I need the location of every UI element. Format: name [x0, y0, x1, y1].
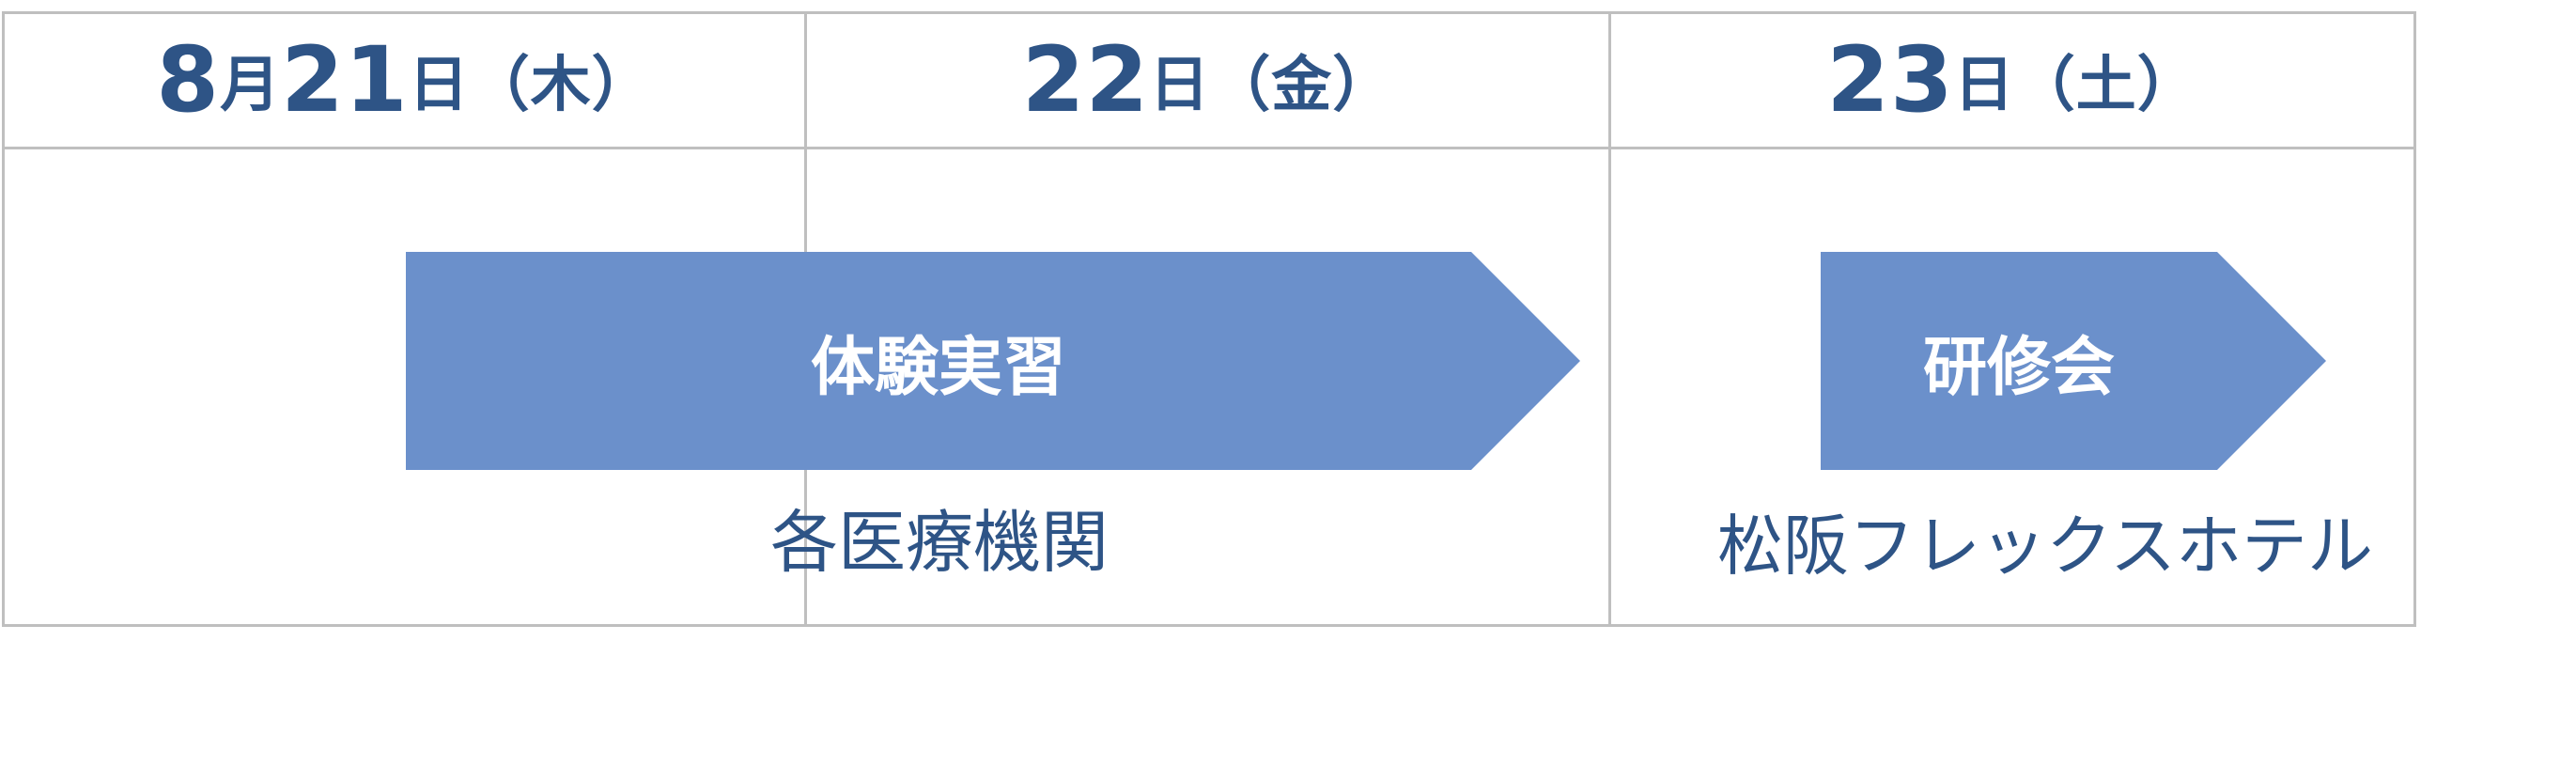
- header-weekday: （金）: [1210, 51, 1394, 120]
- table-border-right: [2413, 11, 2416, 627]
- header-day-number: 23: [1826, 27, 1954, 133]
- arrow-shape: [1821, 252, 2326, 470]
- table-header-divider: [2, 147, 2416, 149]
- event-arrow-seminar: [1821, 252, 2326, 470]
- column-divider-2: [1608, 11, 1611, 627]
- header-month: 8: [156, 27, 221, 133]
- table-border-bottom: [2, 624, 2416, 627]
- header-day-unit: 日: [1953, 51, 2015, 120]
- header-day-unit: 日: [1149, 51, 1211, 120]
- header-month-unit: 月: [220, 51, 282, 120]
- header-day-number: 21: [281, 27, 409, 133]
- event-label: 体験実習: [810, 330, 1066, 405]
- arrow-polygon: [406, 252, 1580, 470]
- header-weekday: （木）: [469, 51, 653, 120]
- event-label: 研修会: [1922, 330, 2115, 405]
- event-location: 各医療機関: [769, 502, 1109, 582]
- event-location: 松阪フレックスホテル: [1717, 507, 2373, 585]
- table-border-left: [2, 11, 5, 627]
- event-arrow-training: [406, 252, 1580, 470]
- table-border-top: [2, 11, 2416, 14]
- header-day-number: 22: [1021, 27, 1150, 133]
- header-day-unit: 日: [408, 51, 470, 120]
- arrow-shape: [406, 252, 1580, 470]
- header-weekday: （土）: [2014, 51, 2198, 120]
- arrow-polygon: [1821, 252, 2326, 470]
